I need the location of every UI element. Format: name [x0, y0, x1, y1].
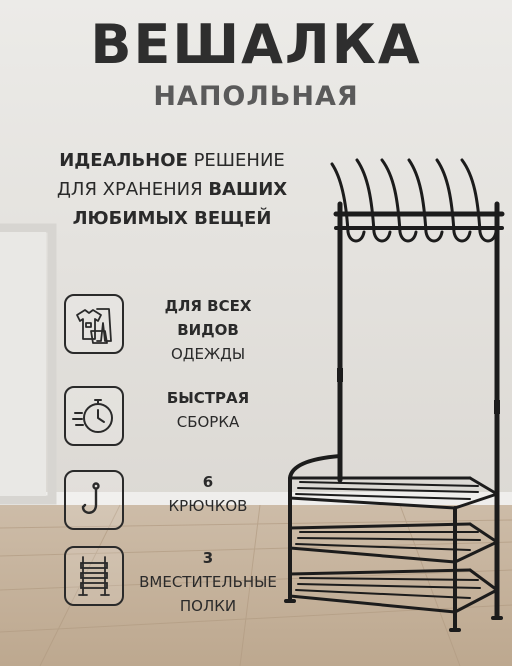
clothes-icon: [64, 294, 124, 354]
feature-assembly-bold-1: БЫСТРАЯ: [166, 389, 250, 407]
feature-hooks-text: 6 КРЮЧКОВ: [134, 470, 282, 518]
feature-assembly: БЫСТРАЯ СБОРКА: [64, 386, 324, 452]
tagline-line-3: ЛЮБИМЫХ ВЕЩЕЙ: [22, 204, 322, 233]
tagline-bold-1: ИДЕАЛЬНОЕ: [59, 150, 188, 171]
feature-shelves-regular-2: ПОЛКИ: [179, 597, 237, 615]
tagline-regular-1: РЕШЕНИЕ: [187, 150, 285, 171]
feature-assembly-text: БЫСТРАЯ СБОРКА: [134, 386, 282, 434]
mirror-frame: [0, 223, 57, 505]
feature-hooks: 6 КРЮЧКОВ: [64, 470, 324, 536]
feature-hooks-regular-1: КРЮЧКОВ: [168, 497, 248, 515]
feature-shelves-count: 3: [202, 549, 214, 567]
feature-clothing-bold-2: ВИДОВ: [177, 321, 239, 339]
tagline-bold-2: ВАШИХ: [208, 179, 288, 200]
page-title: ВЕШАЛКА: [90, 13, 422, 76]
feature-clothing: ДЛЯ ВСЕХ ВИДОВ ОДЕЖДЫ: [64, 294, 324, 363]
feature-shelves-regular-1: ВМЕСТИТЕЛЬНЫЕ: [139, 573, 277, 591]
tagline: ИДЕАЛЬНОЕ РЕШЕНИЕ ДЛЯ ХРАНЕНИЯ ВАШИХ ЛЮБ…: [22, 146, 322, 233]
feature-clothing-regular-1: ОДЕЖДЫ: [170, 345, 246, 363]
hook-icon: [64, 470, 124, 530]
feature-assembly-regular-1: СБОРКА: [176, 413, 240, 431]
feature-shelves: 3 ВМЕСТИТЕЛЬНЫЕ ПОЛКИ: [64, 546, 324, 615]
feature-shelves-text: 3 ВМЕСТИТЕЛЬНЫЕ ПОЛКИ: [134, 546, 282, 618]
feature-hooks-count: 6: [202, 473, 214, 491]
tagline-line-2: ДЛЯ ХРАНЕНИЯ ВАШИХ: [22, 175, 322, 204]
shelves-icon: [64, 546, 124, 606]
coat-rack: [284, 158, 505, 632]
feature-clothing-text: ДЛЯ ВСЕХ ВИДОВ ОДЕЖДЫ: [134, 294, 282, 366]
page-subtitle: НАПОЛЬНАЯ: [153, 81, 359, 112]
tagline-regular-2: ДЛЯ ХРАНЕНИЯ: [56, 179, 209, 200]
stopwatch-icon: [64, 386, 124, 446]
wall: [0, 0, 512, 505]
feature-clothing-bold-1: ДЛЯ ВСЕХ: [164, 297, 252, 315]
tagline-line-1: ИДЕАЛЬНОЕ РЕШЕНИЕ: [22, 146, 322, 175]
tagline-bold-3: ЛЮБИМЫХ ВЕЩЕЙ: [72, 208, 272, 229]
